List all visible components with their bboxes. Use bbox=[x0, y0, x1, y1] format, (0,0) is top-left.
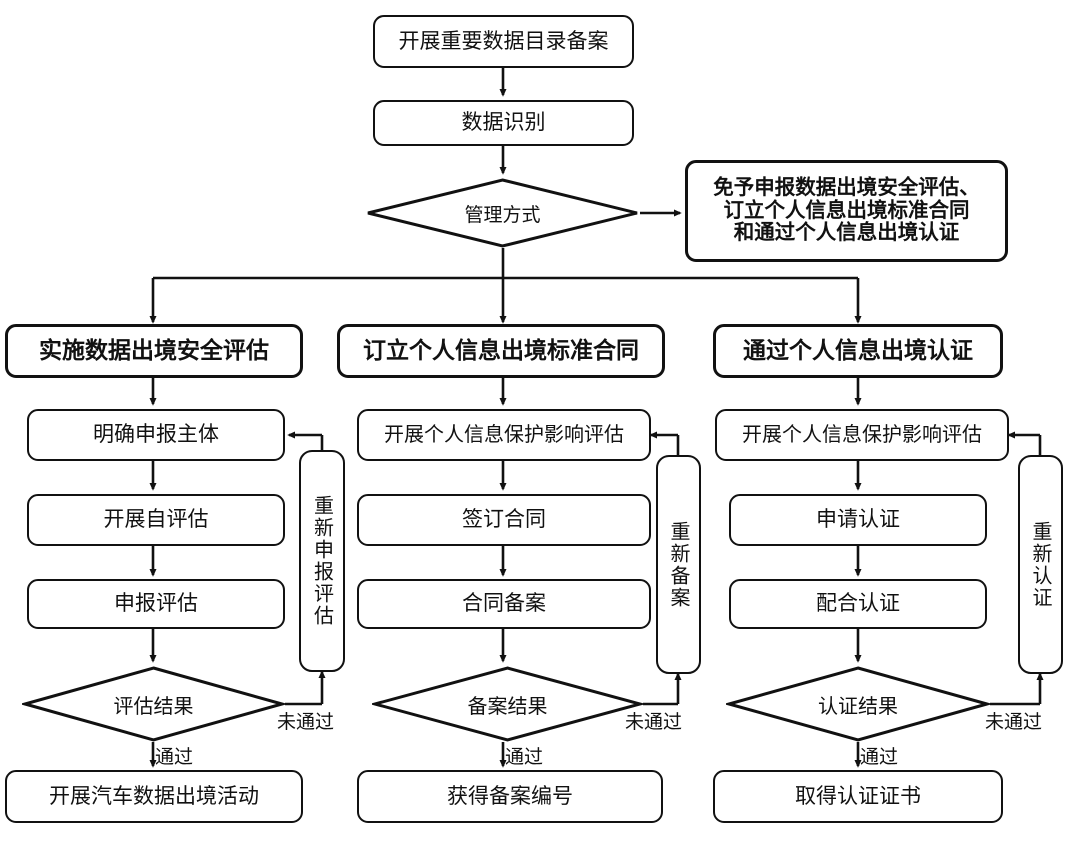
node-col3-step2[interactable]: 申请认证 bbox=[729, 494, 987, 546]
node-col3-step3-label: 配合认证 bbox=[816, 592, 900, 616]
diamond-shape bbox=[367, 178, 638, 248]
edge-label-col1-pass: 通过 bbox=[155, 742, 193, 769]
edge-label-col3-fail: 未通过 bbox=[985, 707, 1042, 734]
diamond-shape bbox=[372, 666, 643, 742]
node-col1-step1[interactable]: 明确申报主体 bbox=[27, 409, 285, 461]
node-catalog-filing-label: 开展重要数据目录备案 bbox=[398, 29, 609, 53]
node-col2-header[interactable]: 订立个人信息出境标准合同 bbox=[337, 324, 665, 378]
node-col2-step3-label: 合同备案 bbox=[462, 592, 546, 616]
edge-label-col3-fail-text: 未通过 bbox=[985, 712, 1043, 733]
node-data-identification-label: 数据识别 bbox=[461, 111, 546, 135]
node-col2-step2-label: 签订合同 bbox=[462, 508, 546, 532]
node-data-identification[interactable]: 数据识别 bbox=[373, 100, 634, 146]
edge-label-col2-fail-text: 未通过 bbox=[625, 712, 683, 733]
node-catalog-filing[interactable]: 开展重要数据目录备案 bbox=[373, 15, 634, 68]
diamond-shape bbox=[22, 666, 285, 742]
node-col2-loop[interactable]: 重新备案 bbox=[656, 455, 701, 674]
node-exemption-notice[interactable]: 免予申报数据出境安全评估、 订立个人信息出境标准合同 和通过个人信息出境认证 bbox=[685, 160, 1008, 262]
decision-management-mode-label: 管理方式 bbox=[464, 204, 541, 226]
edge-label-col1-pass-text: 通过 bbox=[155, 747, 194, 768]
node-col3-step2-label: 申请认证 bbox=[816, 508, 900, 532]
diamond-shape bbox=[726, 666, 990, 742]
node-col2-step2[interactable]: 签订合同 bbox=[357, 494, 651, 546]
node-col2-header-label: 订立个人信息出境标准合同 bbox=[363, 337, 639, 364]
node-col2-step1[interactable]: 开展个人信息保护影响评估 bbox=[357, 409, 651, 461]
node-col2-step3[interactable]: 合同备案 bbox=[357, 579, 651, 629]
node-col2-loop-label: 重新备案 bbox=[667, 520, 689, 609]
node-col1-header-label: 实施数据出境安全评估 bbox=[39, 337, 269, 364]
node-col3-result-label: 取得认证证书 bbox=[795, 784, 921, 808]
node-col1-result[interactable]: 开展汽车数据出境活动 bbox=[5, 770, 303, 823]
decision-management-mode[interactable]: 管理方式 bbox=[365, 178, 640, 248]
node-col1-step1-label: 明确申报主体 bbox=[93, 423, 219, 447]
edge-label-col1-fail: 未通过 bbox=[277, 707, 334, 734]
edge-label-col2-pass-text: 通过 bbox=[505, 747, 544, 768]
node-col1-step3[interactable]: 申报评估 bbox=[27, 579, 285, 629]
node-col2-step1-label: 开展个人信息保护影响评估 bbox=[384, 423, 624, 446]
decision-col1-result[interactable]: 评估结果 bbox=[22, 666, 285, 742]
exemption-line-1: 免予申报数据出境安全评估、 bbox=[713, 175, 980, 199]
decision-col1-result-label: 评估结果 bbox=[113, 695, 194, 718]
decision-col2-result[interactable]: 备案结果 bbox=[372, 666, 643, 742]
node-col2-result[interactable]: 获得备案编号 bbox=[357, 770, 663, 823]
node-col2-result-label: 获得备案编号 bbox=[447, 784, 573, 808]
node-col3-step3[interactable]: 配合认证 bbox=[729, 579, 987, 629]
edge-label-col3-pass: 通过 bbox=[860, 742, 898, 769]
node-col1-result-label: 开展汽车数据出境活动 bbox=[49, 784, 259, 808]
node-col1-loop-label: 重新申报评估 bbox=[310, 495, 333, 627]
decision-col2-result-label: 备案结果 bbox=[467, 695, 548, 718]
node-col3-header[interactable]: 通过个人信息出境认证 bbox=[713, 324, 1003, 378]
edge-label-col2-fail: 未通过 bbox=[625, 707, 682, 734]
exemption-line-2: 订立个人信息出境标准合同 bbox=[723, 198, 970, 222]
node-col1-step2-label: 开展自评估 bbox=[103, 508, 209, 532]
node-col3-step1[interactable]: 开展个人信息保护影响评估 bbox=[715, 409, 1009, 461]
edge-label-col3-pass-text: 通过 bbox=[860, 747, 899, 768]
edge-label-col2-pass: 通过 bbox=[505, 742, 543, 769]
node-col3-loop[interactable]: 重新认证 bbox=[1018, 455, 1063, 674]
decision-col3-result[interactable]: 认证结果 bbox=[726, 666, 990, 742]
exemption-line-3: 和通过个人信息出境认证 bbox=[733, 221, 960, 245]
node-col1-loop[interactable]: 重新申报评估 bbox=[299, 450, 345, 672]
edge-label-col1-fail-text: 未通过 bbox=[277, 712, 335, 733]
node-col1-step2[interactable]: 开展自评估 bbox=[27, 494, 285, 546]
node-col3-step1-label: 开展个人信息保护影响评估 bbox=[742, 423, 982, 446]
decision-col3-result-label: 认证结果 bbox=[818, 695, 898, 718]
node-col3-header-label: 通过个人信息出境认证 bbox=[743, 337, 973, 364]
node-col3-loop-label: 重新认证 bbox=[1029, 520, 1051, 609]
node-col3-result[interactable]: 取得认证证书 bbox=[713, 770, 1003, 823]
node-col1-step3-label: 申报评估 bbox=[114, 592, 198, 616]
node-col1-header[interactable]: 实施数据出境安全评估 bbox=[5, 324, 303, 378]
